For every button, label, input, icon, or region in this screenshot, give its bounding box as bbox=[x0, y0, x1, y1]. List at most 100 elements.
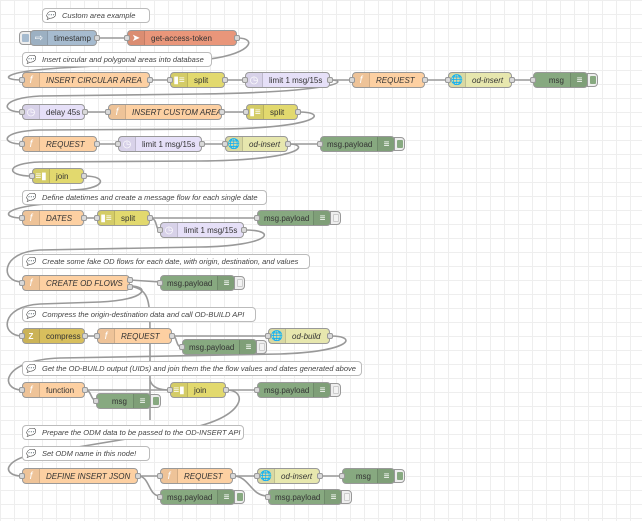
output-port[interactable] bbox=[147, 77, 153, 83]
output-port[interactable] bbox=[81, 215, 87, 221]
join-node[interactable]: ≡▮ join bbox=[167, 382, 229, 398]
output-port[interactable] bbox=[222, 77, 228, 83]
input-port[interactable] bbox=[157, 227, 163, 233]
function-node-insert-custom-area[interactable]: f INSERT CUSTOM AREA bbox=[105, 104, 225, 120]
input-port[interactable] bbox=[317, 141, 323, 147]
debug-toggle-button[interactable] bbox=[234, 490, 245, 504]
output-port[interactable] bbox=[135, 473, 141, 479]
input-port[interactable] bbox=[124, 35, 130, 41]
output-port[interactable] bbox=[317, 473, 323, 479]
input-port[interactable] bbox=[349, 77, 355, 83]
debug-node-msg[interactable]: msg ≡ bbox=[93, 393, 151, 409]
output-port[interactable] bbox=[509, 77, 515, 83]
function-node-request[interactable]: f REQUEST bbox=[19, 136, 100, 152]
function-node-insert-circular-area[interactable]: f INSERT CIRCULAR AREA bbox=[19, 72, 153, 88]
output-port[interactable] bbox=[169, 333, 175, 339]
function-node-function[interactable]: f function bbox=[19, 382, 88, 398]
input-port[interactable] bbox=[19, 280, 25, 286]
split-node[interactable]: ▮≡ split bbox=[167, 72, 228, 88]
debug-toggle-button[interactable] bbox=[330, 211, 341, 225]
input-port[interactable] bbox=[157, 473, 163, 479]
input-port[interactable] bbox=[94, 215, 100, 221]
input-port[interactable] bbox=[445, 77, 451, 83]
input-port[interactable] bbox=[93, 398, 99, 404]
comment-node[interactable]: 💬 Compress the origin-destination data a… bbox=[22, 307, 256, 322]
delay-node-limit[interactable]: ◷ limit 1 msg/15s bbox=[115, 136, 205, 152]
debug-node-msg[interactable]: msg ≡ bbox=[339, 468, 395, 484]
function-node-request[interactable]: f REQUEST bbox=[94, 328, 175, 344]
input-port[interactable] bbox=[530, 77, 536, 83]
comment-node[interactable]: 💬 Custom area example bbox=[42, 8, 150, 23]
output-port[interactable] bbox=[94, 141, 100, 147]
output-port[interactable] bbox=[230, 473, 236, 479]
input-port[interactable] bbox=[157, 494, 163, 500]
input-port[interactable] bbox=[265, 494, 271, 500]
output-port[interactable] bbox=[285, 141, 291, 147]
http-node-od-insert[interactable]: 🌐 od-insert bbox=[222, 136, 291, 152]
input-port[interactable] bbox=[19, 141, 25, 147]
comment-node[interactable]: 💬 Prepare the ODM data to be passed to t… bbox=[22, 425, 244, 440]
output-port[interactable] bbox=[327, 77, 333, 83]
debug-toggle-button[interactable] bbox=[587, 73, 598, 87]
http-node-od-insert[interactable]: 🌐 od-insert bbox=[445, 72, 515, 88]
input-port[interactable] bbox=[157, 280, 163, 286]
debug-node-msg-payload[interactable]: msg.payload ≡ bbox=[157, 489, 235, 505]
inject-node-timestamp[interactable]: ⇨ timestamp bbox=[30, 30, 100, 46]
input-port[interactable] bbox=[19, 109, 25, 115]
input-port[interactable] bbox=[243, 109, 249, 115]
input-port[interactable] bbox=[29, 173, 35, 179]
input-port[interactable] bbox=[19, 215, 25, 221]
debug-node-msg-payload[interactable]: msg.payload ≡ bbox=[157, 275, 235, 291]
input-port[interactable] bbox=[254, 387, 260, 393]
function-node-request[interactable]: f REQUEST bbox=[349, 72, 428, 88]
output-port[interactable] bbox=[82, 387, 88, 393]
output-port[interactable] bbox=[241, 227, 247, 233]
input-port[interactable] bbox=[179, 344, 185, 350]
debug-toggle-button[interactable] bbox=[150, 394, 161, 408]
http-node-od-insert[interactable]: 🌐 od-insert bbox=[254, 468, 323, 484]
function-node-define-insert-json[interactable]: f DEFINE INSERT JSON bbox=[19, 468, 141, 484]
debug-node-msg-payload[interactable]: msg.payload ≡ bbox=[265, 489, 342, 505]
output-port[interactable] bbox=[127, 277, 133, 283]
debug-node-msg-payload[interactable]: msg.payload ≡ bbox=[317, 136, 395, 152]
function-node-request[interactable]: f REQUEST bbox=[157, 468, 236, 484]
debug-toggle-button[interactable] bbox=[234, 276, 245, 290]
input-port[interactable] bbox=[242, 77, 248, 83]
input-port[interactable] bbox=[339, 473, 345, 479]
output-port[interactable] bbox=[147, 215, 153, 221]
output-port[interactable] bbox=[199, 141, 205, 147]
output-port[interactable] bbox=[82, 109, 88, 115]
output-port[interactable] bbox=[234, 35, 240, 41]
debug-node-msg-payload[interactable]: msg.payload ≡ bbox=[254, 210, 331, 226]
debug-node-msg[interactable]: msg ≡ bbox=[530, 72, 588, 88]
function-node-dates[interactable]: f DATES bbox=[19, 210, 87, 226]
output-port[interactable] bbox=[82, 333, 88, 339]
input-port[interactable] bbox=[167, 77, 173, 83]
comment-node[interactable]: 💬 Get the OD-BUILD output (UIDs) and joi… bbox=[22, 361, 362, 376]
input-port[interactable] bbox=[19, 77, 25, 83]
input-port[interactable] bbox=[105, 109, 111, 115]
output-port[interactable] bbox=[295, 109, 301, 115]
debug-toggle-button[interactable] bbox=[341, 490, 352, 504]
input-port[interactable] bbox=[94, 333, 100, 339]
comment-node[interactable]: 💬 Define datetimes and create a message … bbox=[22, 190, 267, 205]
debug-toggle-button[interactable] bbox=[394, 137, 405, 151]
split-node[interactable]: ▮≡ split bbox=[94, 210, 153, 226]
input-port[interactable] bbox=[265, 333, 271, 339]
output-port[interactable] bbox=[81, 173, 87, 179]
input-port[interactable] bbox=[19, 333, 25, 339]
compress-node[interactable]: Z compress bbox=[19, 328, 88, 344]
debug-node-msg-payload[interactable]: msg.payload ≡ bbox=[179, 339, 257, 355]
output-port[interactable] bbox=[327, 333, 333, 339]
http-node-od-build[interactable]: 🌐 od-build bbox=[265, 328, 333, 344]
comment-node[interactable]: 💬 Set ODM name in this node! bbox=[22, 446, 150, 461]
output-port[interactable] bbox=[223, 387, 229, 393]
delay-node-limit[interactable]: ◷ limit 1 msg/15s bbox=[242, 72, 333, 88]
output-port[interactable] bbox=[422, 77, 428, 83]
input-port[interactable] bbox=[254, 215, 260, 221]
comment-node[interactable]: 💬 Create some fake OD flows for each dat… bbox=[22, 254, 310, 269]
input-port[interactable] bbox=[19, 387, 25, 393]
input-port[interactable] bbox=[167, 387, 173, 393]
debug-toggle-button[interactable] bbox=[394, 469, 405, 483]
output-port[interactable] bbox=[94, 35, 100, 41]
